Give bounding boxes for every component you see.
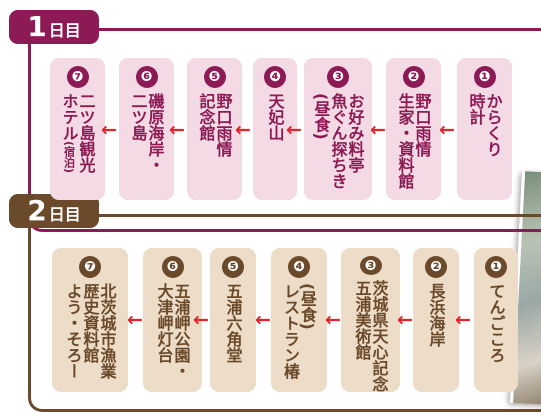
stop-name-line: 記念館: [196, 93, 216, 141]
stop-name-line: 五浦美術館: [352, 280, 372, 360]
stop-name-part: ホテル: [59, 93, 79, 141]
day2-stop-2: ❷ 長浜海岸: [413, 248, 459, 392]
day1-stop-5: ❺ 野口雨情 記念館: [187, 58, 242, 200]
stop-name-line: 二ツ島観光: [76, 93, 96, 173]
stop-name-line: よう・そろー: [63, 283, 83, 379]
day1-tab-number: 1: [27, 10, 47, 43]
route-arrow-icon: ←: [397, 309, 413, 331]
stop-name-line: 歴史資料館: [80, 283, 100, 363]
stop-name-line: てんごころ: [486, 283, 506, 363]
stop-name-line: 生家・資料館: [395, 93, 415, 189]
stop-note: (昼食): [298, 283, 317, 330]
step-number-badge: ❻: [135, 66, 158, 88]
route-arrow-icon: ←: [325, 309, 341, 331]
day2-tab-number: 2: [27, 194, 47, 227]
step-number-badge: ❹: [288, 256, 310, 278]
step-number-badge: ❶: [485, 256, 507, 278]
stop-name-line: 大津岬灯台: [154, 283, 174, 363]
stop-name-line: 天妃山: [265, 93, 285, 141]
route-arrow-icon: ←: [235, 119, 251, 141]
day2-stop-7: ❼ 北茨城市漁業 歴史資料館 よう・そろー: [52, 248, 128, 392]
route-arrow-icon: ←: [370, 119, 386, 141]
day2-tab-unit: 日目: [48, 205, 81, 224]
stop-name-line: 魚ぐん探ちき: [328, 93, 348, 189]
stop-note: (宿泊): [62, 141, 76, 174]
route-arrow-icon: ←: [127, 309, 143, 331]
route-arrow-icon: ←: [169, 119, 185, 141]
step-number-badge: ❺: [203, 66, 226, 88]
stop-name-line: 五浦六角堂: [223, 283, 243, 363]
step-number-badge: ❼: [66, 66, 89, 88]
step-number-badge: ❷: [402, 66, 425, 88]
stop-name-line: 野口雨情: [412, 93, 432, 157]
stop-note: (昼食): [311, 93, 331, 140]
stop-name-line: 長浜海岸: [426, 283, 446, 347]
day2-stop-5: ❺ 五浦六角堂: [210, 248, 256, 392]
day2-stop-4: ❹ (昼食) レストラン椿: [271, 248, 327, 392]
route-arrow-icon: ←: [193, 309, 209, 331]
stop-name-line: 北茨城市漁業: [97, 283, 117, 379]
day2-stop-6: ❻ 五浦岬公園・ 大津岬灯台: [143, 248, 202, 392]
route-arrow-icon: ←: [439, 119, 455, 141]
stop-name-line: 時計: [466, 93, 486, 125]
step-number-badge: ❼: [79, 256, 101, 278]
stop-name-line: からくり: [483, 93, 503, 157]
stop-name-line: 野口雨情: [213, 93, 233, 157]
day2-stop-1: ❶ てんごころ: [474, 248, 518, 392]
step-number-badge: ❹: [264, 66, 286, 88]
stop-name-line: レストラン椿: [281, 283, 300, 379]
step-number-badge: ❸: [359, 256, 382, 275]
step-number-badge: ❸: [327, 66, 349, 88]
day2-stop-3: ❸ 茨城県天心記念 五浦美術館: [341, 248, 400, 392]
step-number-badge: ❺: [222, 256, 244, 278]
route-arrow-icon: ←: [255, 309, 271, 331]
stop-name-line: 茨城県天心記念: [369, 280, 389, 392]
stop-name-line: ホテル(宿泊): [59, 93, 79, 174]
step-number-badge: ❶: [473, 66, 496, 88]
stop-name-line: お好み料亭: [345, 93, 365, 173]
day1-frame: [28, 28, 541, 232]
day1-tab: 1 日目: [9, 10, 99, 44]
route-arrow-icon: ←: [455, 309, 471, 331]
stop-name-line: 五浦岬公園・: [171, 283, 191, 379]
step-number-badge: ❻: [161, 256, 184, 278]
route-arrow-icon: ←: [101, 119, 117, 141]
day1-stop-7: ❼ 二ツ島観光 ホテル(宿泊): [50, 58, 105, 200]
day1-stop-1: ❶ からくり 時計: [457, 58, 512, 200]
stop-name-line: 磯原海岸・: [145, 93, 165, 173]
day1-stop-3: ❸ お好み料亭 魚ぐん探ちき (昼食): [304, 58, 372, 200]
route-arrow-icon: ←: [286, 119, 302, 141]
stop-name-line: 二ツ島: [128, 93, 148, 141]
day1-stop-4: ❹ 天妃山: [253, 58, 297, 200]
day1-tab-unit: 日目: [48, 21, 81, 40]
step-number-badge: ❷: [425, 256, 447, 278]
day1-stop-6: ❻ 磯原海岸・ 二ツ島: [119, 58, 174, 200]
day1-stop-2: ❷ 野口雨情 生家・資料館: [386, 58, 441, 200]
